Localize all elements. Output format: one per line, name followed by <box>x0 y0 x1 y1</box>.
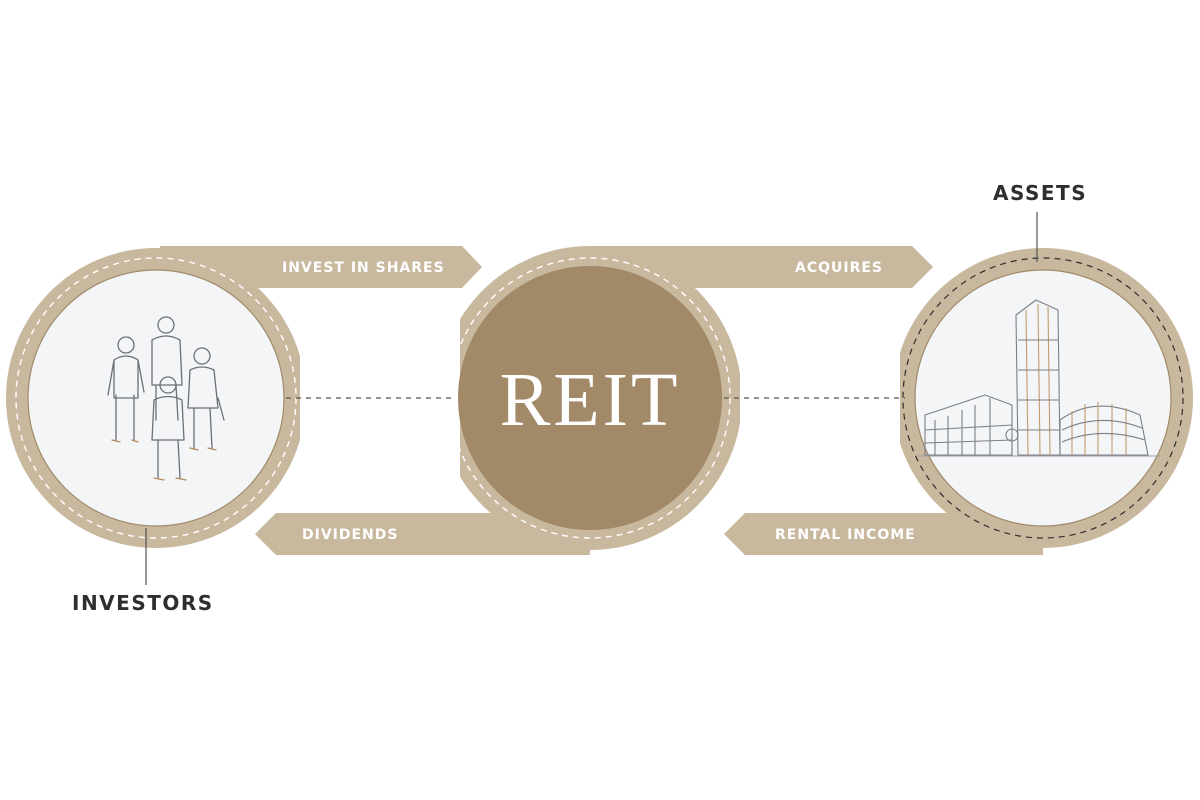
acquires-arrow <box>590 246 933 288</box>
invest-in-shares-arrow <box>160 246 482 288</box>
invest-in-shares-label: INVEST IN SHARES <box>282 260 445 276</box>
investors-label: INVESTORS <box>72 591 214 615</box>
rental-income-label: RENTAL INCOME <box>775 527 916 543</box>
investors-node: INVESTORS <box>15 257 297 615</box>
people-sketch-icon <box>107 316 225 481</box>
assets-label: ASSETS <box>993 181 1087 205</box>
flow-labels: INVEST IN SHARES ACQUIRES DIVIDENDS RENT… <box>282 260 916 543</box>
reit-dashed-ring-outer <box>449 257 731 539</box>
band-gaps <box>300 289 900 511</box>
dividends-arrow <box>255 513 590 555</box>
reit-node: REIT <box>449 257 731 539</box>
reit-title: REIT <box>500 358 681 442</box>
buildings-sketch-icon <box>918 299 1160 457</box>
reit-center-circle <box>458 266 722 530</box>
dividends-label: DIVIDENDS <box>302 527 398 543</box>
acquires-label: ACQUIRES <box>795 260 883 276</box>
assets-dashed-ring <box>902 257 1184 539</box>
assets-circle <box>914 269 1172 527</box>
rental-income-arrow <box>724 513 1043 555</box>
assets-node: ASSETS <box>902 181 1184 539</box>
